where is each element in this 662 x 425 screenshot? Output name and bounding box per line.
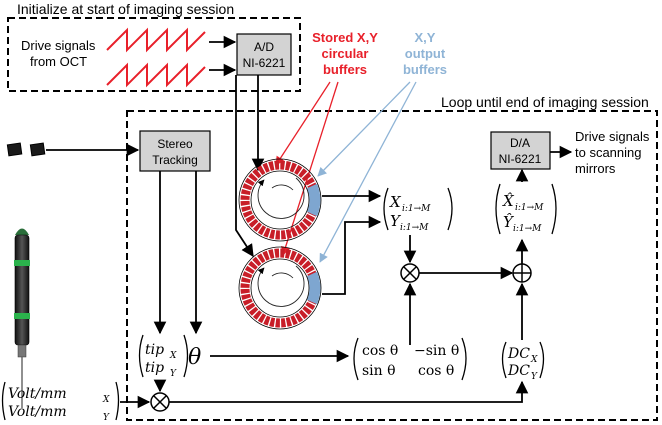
xyhat-top-symbol: X̂ [502,192,515,210]
ad-converter-box [236,33,292,76]
volt-bottom-symbol: Volt/mm [8,404,67,420]
loop-region-title: Loop until end of imaging session [441,94,649,110]
arrow-output-label-to-buffer1 [317,81,411,177]
loop-region-box [126,110,658,421]
xy-top-symbol: X [389,193,402,211]
arrow-scale-to-dc [169,380,529,403]
arrow-ad-to-buffer2 [235,75,254,258]
mirrors-drive-label-1: Drive signals [575,129,650,144]
stereo-tracking-box [139,130,211,172]
mirrors-drive-label-3: mirrors [575,161,616,176]
xy-top-subscript: i:1→M [402,204,431,214]
circular-buffer-2 [238,246,322,330]
theta-symbol: θ [188,345,201,370]
multiply-node-rotation [400,263,420,283]
xyhat-bottom-subscript: i:1→M [513,224,542,234]
output-buffers-label-3: buffers [403,62,447,77]
rotation-r1c1: cos θ [362,343,398,359]
da-label-2: NI-6221 [499,152,542,166]
rotation-r2c1: sin θ [362,363,396,379]
rotation-matrix: cos θ −sin θ sin θ cos θ [353,337,467,381]
oct-drive-label-2: from OCT [30,54,87,69]
tip-bottom-symbol: tip [145,360,164,376]
arrow-buffer2-to-xy [322,215,382,295]
arrow-stored-label-to-buffer1 [275,81,331,166]
dc-offset-vector: DC X DC Y [501,341,545,382]
sum-node [512,263,532,283]
volt-per-mm-vector: Volt/mm X Volt/mm Y [1,381,120,423]
xyhat-vector: X̂ i:1→M Ŷ i:1→M [495,183,557,235]
tip-position-vector: tip X tip Y [138,334,189,379]
xyhat-bottom-symbol: Ŷ [503,213,515,231]
output-buffers-label-1: X,Y [415,30,436,45]
dc-top-subscript: X [530,355,538,365]
dc-bottom-symbol: DC [507,363,530,379]
circular-buffer-1 [238,158,322,242]
da-converter-box [490,131,551,170]
stored-buffers-label-3: buffers [323,62,367,77]
xy-bottom-subscript: i:1→M [400,223,429,233]
volt-top-symbol: Volt/mm [8,386,67,402]
stereo-label-1: Stereo [157,137,193,151]
ad-label-1: A/D [254,40,274,54]
arrow-output-label-to-buffer2 [319,81,417,263]
xy-bottom-symbol: Y [390,212,402,230]
xyhat-top-subscript: i:1→M [515,203,544,213]
tip-bottom-subscript: Y [170,369,177,379]
init-region-box [7,17,301,92]
output-buffers-label-2: output [405,46,446,61]
stereo-cameras-icon [6,142,46,157]
init-region-title: Initialize at start of imaging session [17,1,234,17]
oct-drive-label-1: Drive signals [21,38,96,53]
tip-top-subscript: X [169,351,177,361]
da-label-1: D/A [510,136,530,150]
sawtooth-signal-x [106,27,206,53]
dc-bottom-subscript: Y [531,372,538,382]
sawtooth-signal-y [106,62,206,88]
stereo-label-2: Tracking [152,153,198,167]
volt-top-subscript: X [102,395,110,405]
rotation-r2c2: cos θ [418,363,454,379]
mirrors-drive-label-2: to scanning [575,145,642,160]
ad-label-2: NI-6221 [243,56,286,70]
stored-buffers-label-1: Stored X,Y [312,30,378,45]
xy-vector: X i:1→M Y i:1→M [383,187,453,233]
multiply-node-scale [150,392,170,412]
oct-probe-image [14,228,30,408]
dc-top-symbol: DC [507,346,530,362]
rotation-r1c2: −sin θ [414,343,459,359]
tip-top-symbol: tip [145,342,164,358]
stored-buffers-label-2: circular [322,46,369,61]
volt-bottom-subscript: Y [103,413,110,423]
